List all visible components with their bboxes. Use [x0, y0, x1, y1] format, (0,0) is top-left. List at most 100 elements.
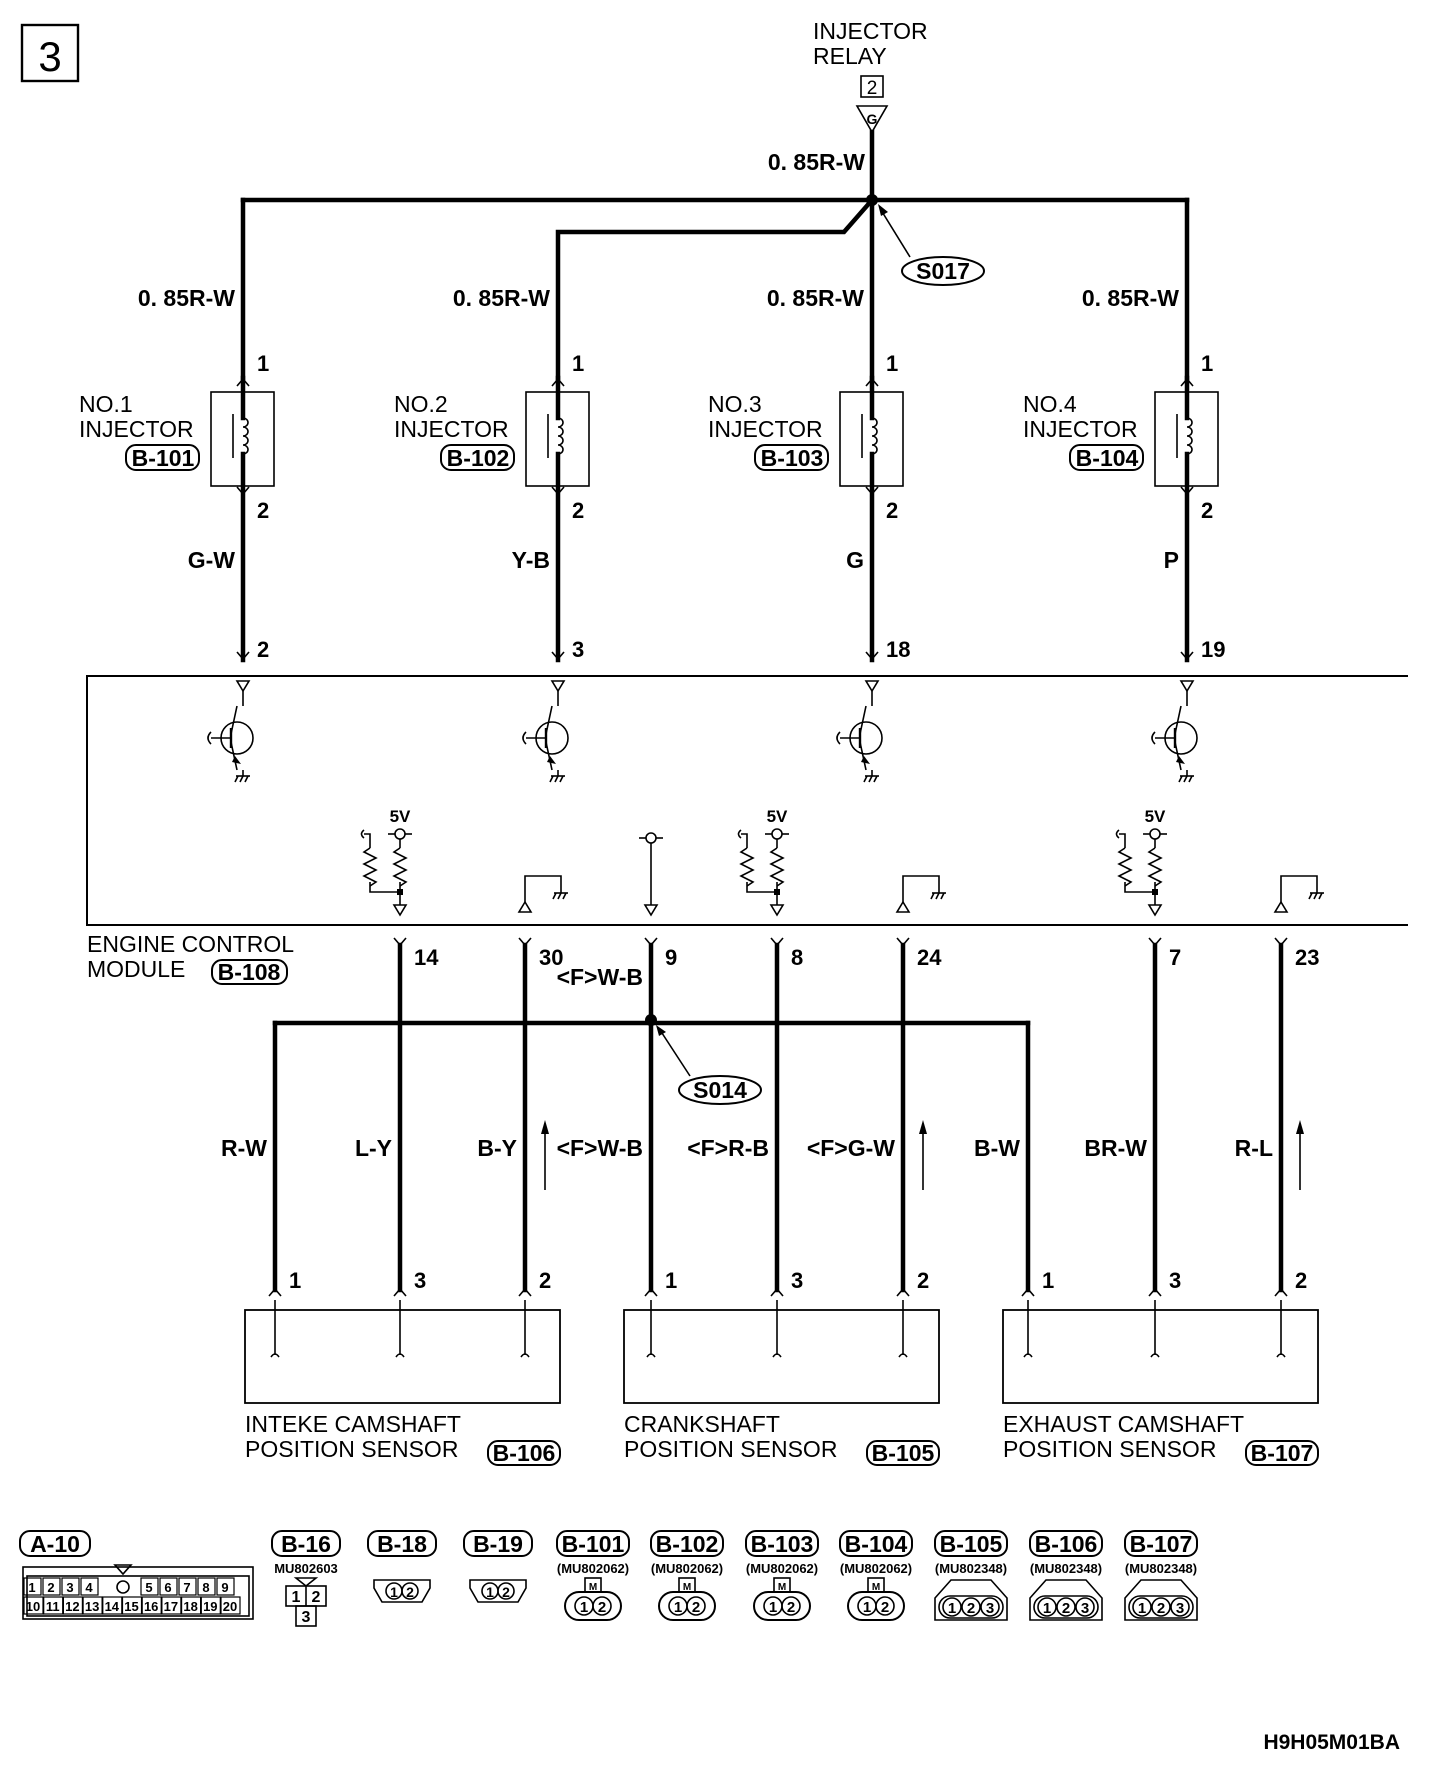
- sensor-connector-body: [1124, 1579, 1198, 1621]
- a10-pin-number: 17: [164, 1599, 178, 1614]
- sensor-wire-label: <F>G-W: [807, 1135, 895, 1161]
- splice-s014-arrowhead: [656, 1025, 666, 1036]
- connector-tag: [271, 1530, 341, 1557]
- a10-pin-cell: [80, 1577, 99, 1596]
- input-node-icon: [645, 832, 657, 844]
- sensor-pin: 3: [1169, 1268, 1181, 1293]
- a10-pin-number: 9: [221, 1580, 228, 1595]
- injector-out-wire-label: Y-B: [512, 547, 550, 573]
- page-number-box: [20, 23, 80, 83]
- ecm-pin-marker: [1148, 904, 1162, 916]
- ecm-sensor-pin: 23: [1295, 945, 1319, 970]
- supply-5v-label: 5V: [1145, 807, 1166, 826]
- ecm-sensor-pin: 24: [917, 945, 942, 970]
- a10-connector-outline: [22, 1566, 254, 1620]
- ground-wire-ecm-label: <F>W-B: [557, 964, 643, 990]
- sensor-terminal-icon: [898, 1353, 908, 1358]
- pin-circle-icon: [875, 1596, 895, 1616]
- injector-out-wire-label: G: [846, 547, 864, 573]
- injector-name: NO.2: [394, 391, 448, 417]
- ecm-pin-marker: [1274, 901, 1288, 913]
- sense-fork-icon: [360, 829, 365, 839]
- pin-number: 2: [1062, 1600, 1070, 1617]
- injector-in-wire-label: 0. 85R-W: [1082, 285, 1179, 311]
- a10-pin-cell: [216, 1577, 235, 1596]
- injector-in-pin: 1: [572, 351, 584, 376]
- pin-number: 1: [390, 1584, 398, 1600]
- a10-pin-cell: [82, 1596, 103, 1615]
- injector-name: NO.3: [708, 391, 762, 417]
- a10-pin-cell: [220, 1596, 241, 1615]
- page-number: 3: [38, 33, 61, 80]
- pin-circle-icon: [1056, 1597, 1076, 1617]
- connector-tag-label: B-101: [562, 1531, 625, 1557]
- sensor-name-2: POSITION SENSOR: [624, 1436, 837, 1462]
- sensor-wire-label: B-W: [974, 1135, 1020, 1161]
- a10-pin-number: 6: [164, 1580, 171, 1595]
- ecm-pin-marker: [551, 680, 565, 692]
- ecm-sensor-pin: 30: [539, 945, 563, 970]
- splice-s017-pointer: [880, 209, 911, 258]
- connector-latch-marker: M: [872, 1582, 880, 1593]
- ecm-name-2: MODULE: [87, 956, 185, 982]
- sense-resistor-icon: [1118, 847, 1132, 887]
- a10-pin-number: 15: [124, 1599, 138, 1614]
- injector-out-pin: 2: [572, 498, 584, 523]
- injector-connector-body: [658, 1591, 716, 1621]
- ground-icon: [549, 775, 566, 783]
- splice-s014-dot: [645, 1014, 657, 1026]
- sensor-pin: 1: [289, 1268, 301, 1293]
- sensor-wire-label: BR-W: [1084, 1135, 1147, 1161]
- pin-marker: [770, 1288, 784, 1297]
- pin-circle-icon: [592, 1596, 612, 1616]
- a10-pin-number: 11: [46, 1599, 60, 1614]
- pin-marker: [896, 1288, 910, 1297]
- injector-in-wire-label: 0. 85R-W: [767, 285, 864, 311]
- pin-marker: [518, 1288, 532, 1297]
- a10-pin-number: 2: [47, 1580, 54, 1595]
- connector-part-number: (MU802062): [557, 1561, 629, 1576]
- splice-s017-label-oval: [901, 256, 985, 286]
- a10-latch-icon: [113, 1564, 133, 1576]
- injector-connector-box: [125, 444, 200, 471]
- injector-relay-wire-label: 0. 85R-W: [768, 149, 865, 175]
- a10-pin-number: 1: [28, 1580, 35, 1595]
- pin-number: 1: [580, 1599, 588, 1616]
- connector-tag: [1029, 1530, 1103, 1557]
- sensor-terminal-icon: [520, 1353, 530, 1358]
- sensor-name: EXHAUST CAMSHAFT: [1003, 1411, 1244, 1437]
- connector-tag-label: B-18: [377, 1531, 427, 1557]
- injector-connector-box: [1069, 444, 1144, 471]
- connector-tag-label: B-104: [845, 1531, 908, 1557]
- a10-pin-cell: [23, 1596, 44, 1615]
- sensor-pin: 3: [791, 1268, 803, 1293]
- connector-tag: [367, 1530, 437, 1557]
- sensor-connector-label: B-105: [872, 1440, 935, 1466]
- ecm-pin-marker: [236, 680, 250, 692]
- ecm-connector-box: [211, 959, 288, 985]
- injector-relay-title-2: RELAY: [813, 43, 887, 69]
- connector-tag: [650, 1530, 724, 1557]
- supply-node-icon: [1149, 828, 1161, 840]
- pin-number: 3: [1176, 1600, 1184, 1617]
- driver-transistor-icon: [206, 704, 255, 772]
- pin-circle-icon: [401, 1582, 419, 1600]
- pin-number: 3: [986, 1600, 994, 1617]
- injector-connector-label: B-103: [761, 445, 824, 471]
- injector-out-wire-label: P: [1164, 547, 1179, 573]
- ecm-connector-label: B-108: [218, 959, 281, 985]
- sensor-pin: 1: [665, 1268, 677, 1293]
- connector-latch-marker: M: [589, 1582, 597, 1593]
- a10-pin-number: 4: [85, 1580, 93, 1595]
- sense-lead: [364, 833, 371, 848]
- sensor-terminal-icon: [1023, 1353, 1033, 1358]
- connector-part-number: (MU802348): [1030, 1561, 1102, 1576]
- ground-lead: [1280, 875, 1318, 902]
- sensor-wire-label: <F>W-B: [557, 1135, 643, 1161]
- sensor-connector-box: [1245, 1440, 1319, 1466]
